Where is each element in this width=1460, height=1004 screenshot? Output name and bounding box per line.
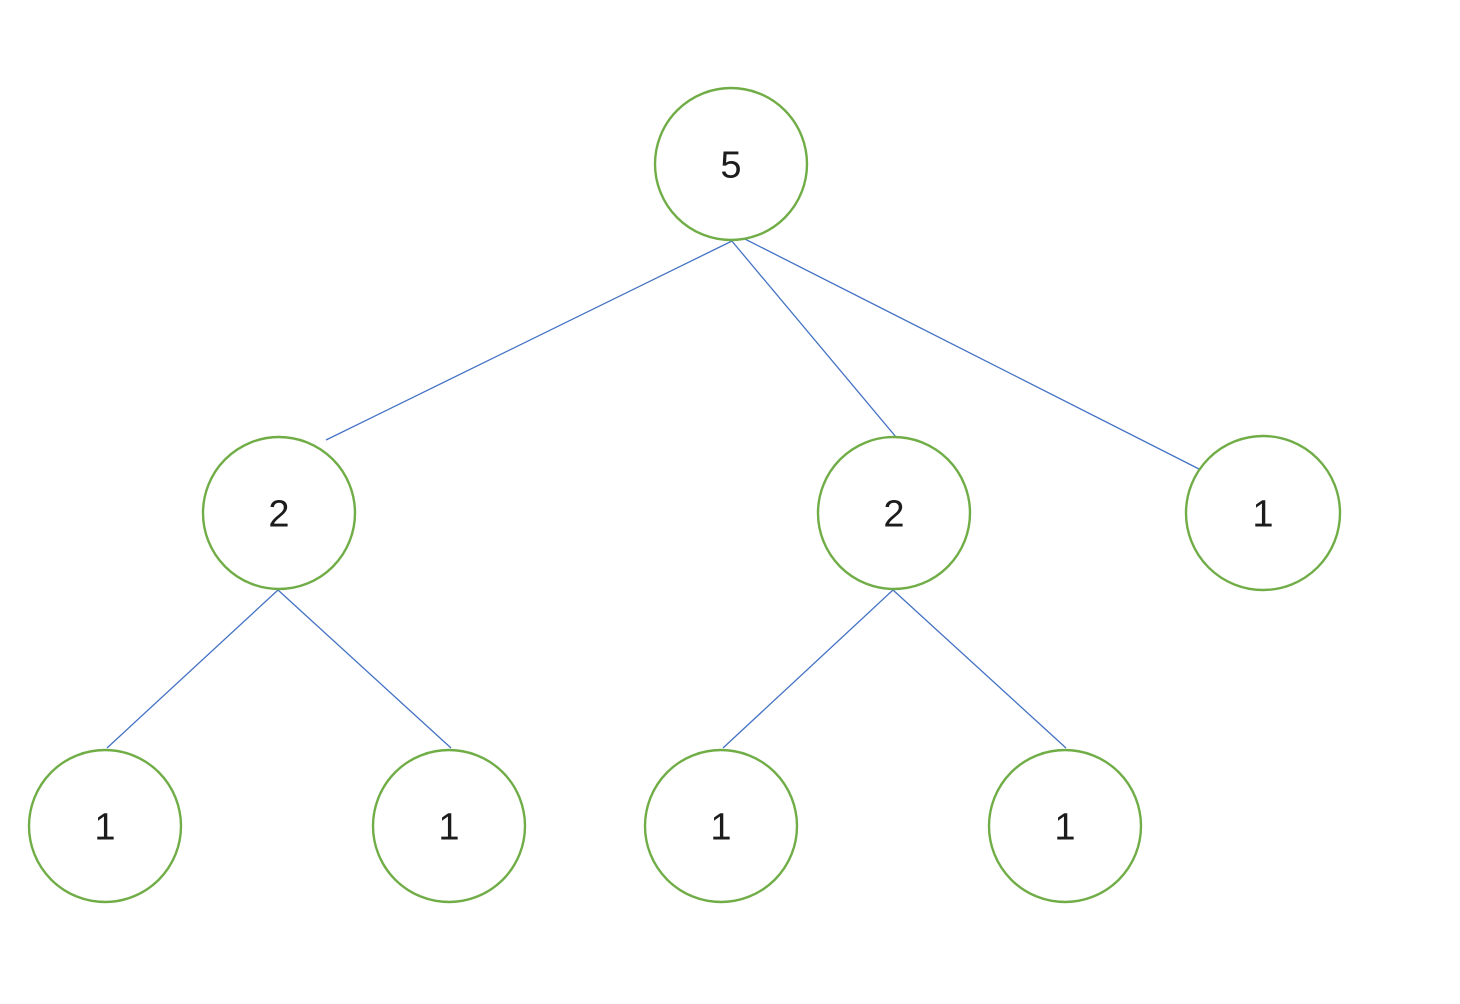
tree-node-mid-2: 2 (816, 435, 972, 591)
node-label-leaf-1b: 1 (438, 806, 459, 848)
node-label-left-2: 2 (268, 493, 289, 535)
node-circle-left-2 (201, 435, 357, 591)
node-label-leaf-1d: 1 (1054, 806, 1075, 848)
tree-edge-root-mid-2 (730, 239, 897, 438)
tree-edge-left-2-leaf-1b (277, 589, 452, 749)
tree-node-right-1: 1 (1184, 434, 1342, 592)
tree-node-leaf-1a: 1 (27, 748, 183, 904)
node-label-right-1: 1 (1252, 493, 1273, 535)
node-circle-right-1 (1184, 434, 1342, 592)
tree-edge-mid-2-leaf-1c (722, 589, 894, 749)
tree-node-leaf-1d: 1 (987, 748, 1143, 904)
tree-edge-root-right-1 (736, 234, 1200, 470)
tree-node-leaf-1b: 1 (371, 748, 527, 904)
node-circle-leaf-1c (643, 748, 799, 904)
tree-node-leaf-1c: 1 (643, 748, 799, 904)
tree-node-root: 5 (653, 86, 809, 242)
node-label-leaf-1a: 1 (94, 806, 115, 848)
tree-node-left-2: 2 (201, 435, 357, 591)
node-label-mid-2: 2 (883, 493, 904, 535)
node-circle-leaf-1b (371, 748, 527, 904)
node-circle-leaf-1a (27, 748, 183, 904)
node-label-root: 5 (720, 144, 741, 186)
node-label-leaf-1c: 1 (710, 806, 731, 848)
node-circle-mid-2 (816, 435, 972, 591)
tree-edge-left-2-leaf-1a (106, 589, 279, 749)
tree-edge-mid-2-leaf-1d (892, 589, 1067, 749)
node-circle-leaf-1d (987, 748, 1143, 904)
node-circle-root (653, 86, 809, 242)
tree-edge-root-left-2 (325, 240, 733, 441)
